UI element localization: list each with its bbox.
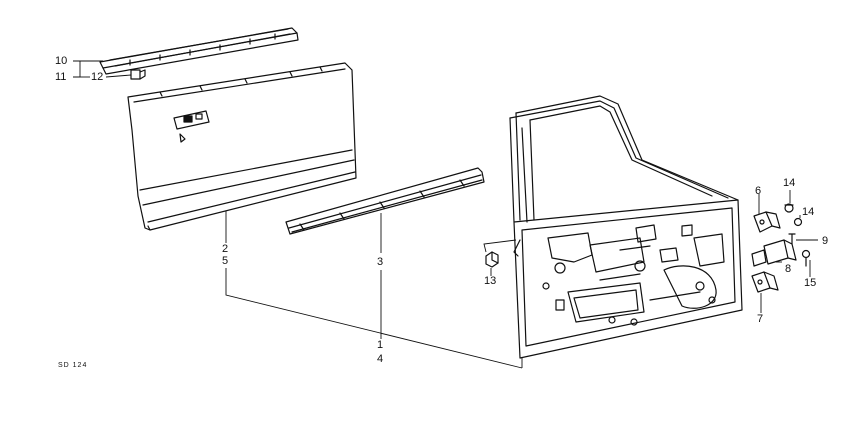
weatherstrip-part	[99, 27, 299, 75]
door-frame-part	[509, 95, 743, 359]
drawing-code: SD 124	[58, 362, 88, 369]
callout-5: 5	[222, 255, 229, 267]
callout-8: 8	[785, 263, 792, 275]
callout-6: 6	[755, 185, 762, 197]
nut-part	[485, 251, 499, 268]
callout-10: 10	[55, 55, 68, 67]
callout-14-upper: 14	[783, 177, 796, 189]
door-skin-part	[127, 62, 357, 231]
molding-part	[285, 167, 485, 235]
callout-15: 15	[804, 277, 817, 289]
upper-hinge-part	[753, 211, 781, 233]
lower-hinge-part	[751, 271, 779, 293]
callout-2: 2	[222, 243, 229, 255]
callout-12: 12	[91, 71, 104, 83]
callout-11: 11	[55, 71, 67, 83]
clip-part	[130, 69, 146, 80]
door-checker-part	[751, 239, 797, 267]
callout-14-lower: 14	[802, 206, 815, 218]
callout-1: 1	[377, 339, 384, 351]
callout-9: 9	[822, 235, 829, 247]
bolt-part	[784, 203, 811, 267]
callout-7: 7	[757, 313, 764, 325]
callout-3: 3	[377, 256, 384, 268]
callout-4: 4	[377, 353, 384, 365]
leader-lines	[73, 60, 818, 369]
callout-13: 13	[484, 275, 497, 287]
